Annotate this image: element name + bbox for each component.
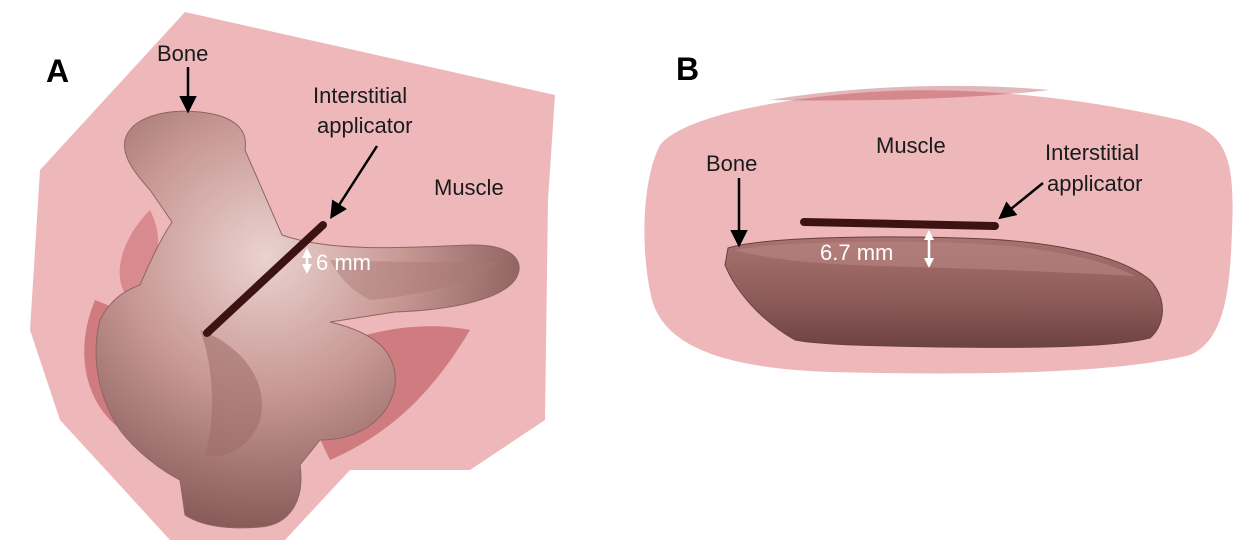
label-applicator-a-line1: Interstitial bbox=[313, 83, 407, 108]
label-applicator-a-line2: applicator bbox=[317, 113, 412, 138]
label-applicator-b-line1: Interstitial bbox=[1045, 140, 1139, 165]
label-applicator-b-line2: applicator bbox=[1047, 171, 1142, 196]
label-distance-b: 6.7 mm bbox=[820, 240, 893, 265]
label-bone-a: Bone bbox=[157, 41, 208, 66]
panel-letter-a: A bbox=[46, 53, 69, 89]
panel-letter-b: B bbox=[676, 51, 699, 87]
label-muscle-a: Muscle bbox=[434, 175, 504, 200]
label-bone-b: Bone bbox=[706, 151, 757, 176]
panel-b: B Bone Muscle Interstitial applicator 6.… bbox=[644, 51, 1232, 373]
interstitial-applicator-b bbox=[804, 222, 995, 226]
label-muscle-b: Muscle bbox=[876, 133, 946, 158]
panel-a: A Bone Interstitial applicator Muscle 6 … bbox=[30, 12, 555, 540]
label-distance-a: 6 mm bbox=[316, 250, 371, 275]
